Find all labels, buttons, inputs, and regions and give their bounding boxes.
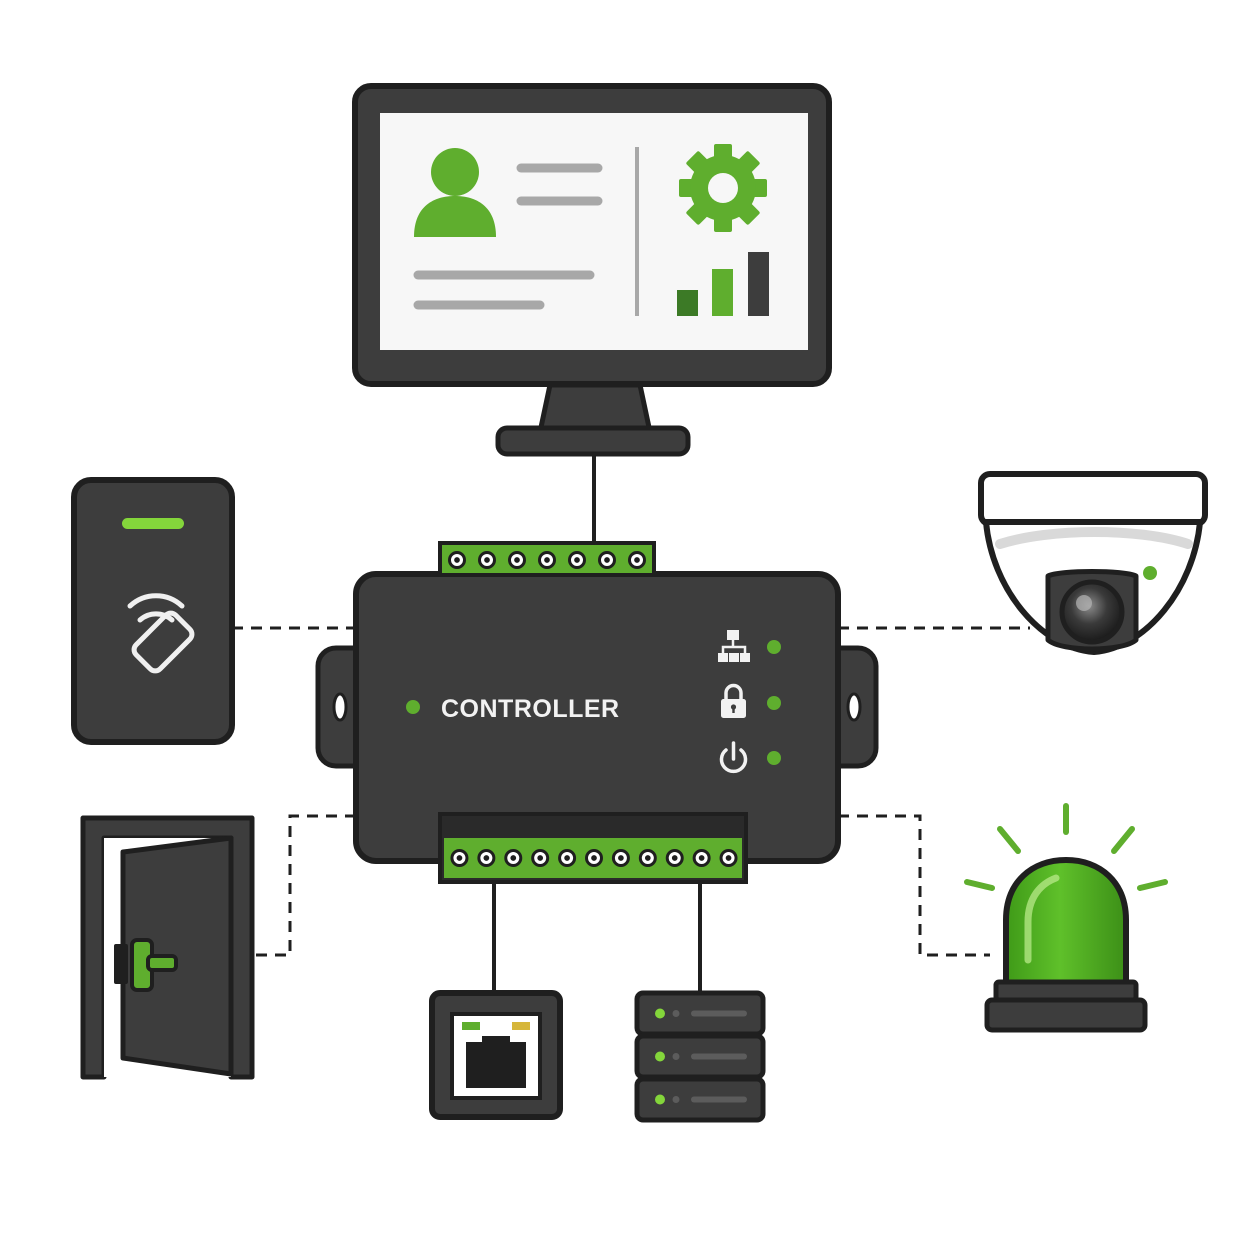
beacon-collar	[993, 979, 1139, 1003]
terminal-screw	[448, 551, 466, 569]
network-status-led	[767, 640, 781, 654]
beacon-light-rays	[964, 803, 1168, 891]
profile-text-lines	[413, 163, 603, 310]
beacon-dome	[1003, 857, 1129, 987]
door-latch	[114, 944, 128, 984]
ethernet-port-icon	[466, 1036, 526, 1088]
bottom-terminal-block	[438, 812, 748, 884]
controller-mount-right	[835, 645, 879, 769]
terminal-screw	[538, 551, 556, 569]
door-leaf	[120, 835, 234, 1077]
jack-activity-led	[512, 1022, 530, 1030]
card-reader	[71, 477, 235, 745]
terminal-screw	[478, 551, 496, 569]
door-link	[255, 814, 356, 957]
server	[634, 990, 766, 1123]
top-terminal-block	[438, 541, 656, 577]
terminal-screw	[598, 551, 616, 569]
lock-status-led	[767, 696, 781, 710]
server-unit	[634, 990, 766, 1037]
terminal-screw	[568, 551, 586, 569]
controller-label: CONTROLLER	[441, 695, 620, 723]
connectors	[232, 452, 1030, 993]
alarm-link	[838, 814, 990, 957]
camera-lens-glare	[1076, 595, 1092, 611]
beacon-highlight	[1024, 874, 1060, 964]
top-terminal-screws	[448, 551, 646, 569]
terminal-screw	[531, 849, 550, 867]
terminal-screw	[477, 849, 496, 867]
server-status-led	[655, 1094, 665, 1105]
server-status-led	[655, 1051, 665, 1062]
terminal-screw	[692, 849, 711, 867]
network-jack	[429, 990, 563, 1120]
lock-icon	[721, 683, 746, 718]
card-reader-body	[71, 477, 235, 745]
terminal-screw	[628, 551, 646, 569]
power-icon	[719, 741, 748, 774]
server-unit	[634, 1076, 766, 1123]
controller-mount-left	[315, 645, 359, 769]
controller: CONTROLLER	[315, 541, 879, 884]
power-status-led	[767, 751, 781, 765]
beacon-base	[984, 997, 1148, 1033]
camera-dome-shade	[995, 527, 1193, 549]
bottom-terminal-screws	[450, 849, 738, 867]
monitor-neck	[537, 382, 653, 435]
gear-icon	[679, 144, 767, 232]
terminal-screw	[719, 849, 738, 867]
door	[80, 815, 255, 1080]
terminal-screw	[504, 849, 523, 867]
nfc-card-icon	[127, 593, 195, 674]
door-handle-icon	[130, 938, 178, 992]
controller-status-led	[406, 700, 420, 714]
monitor-base	[495, 425, 691, 457]
terminal-screw	[558, 849, 577, 867]
monitor	[352, 83, 832, 457]
terminal-screw	[665, 849, 684, 867]
terminal-screw	[585, 849, 603, 867]
jack-link-led	[462, 1022, 480, 1030]
terminal-screw	[508, 551, 526, 569]
camera-status-led	[1143, 566, 1157, 580]
card-reader-status-led	[122, 518, 184, 529]
terminal-screw	[611, 849, 630, 867]
dome-camera	[978, 471, 1208, 655]
camera-mount	[978, 471, 1208, 527]
server-unit	[634, 1033, 766, 1080]
alarm-beacon	[964, 803, 1168, 1033]
network-icon	[718, 630, 750, 662]
server-status-led	[655, 1008, 665, 1019]
user-icon	[414, 148, 496, 237]
terminal-screw	[638, 849, 657, 867]
terminal-screw	[450, 849, 469, 867]
camera-lens	[1059, 579, 1125, 645]
bar-chart-icon	[677, 252, 769, 316]
